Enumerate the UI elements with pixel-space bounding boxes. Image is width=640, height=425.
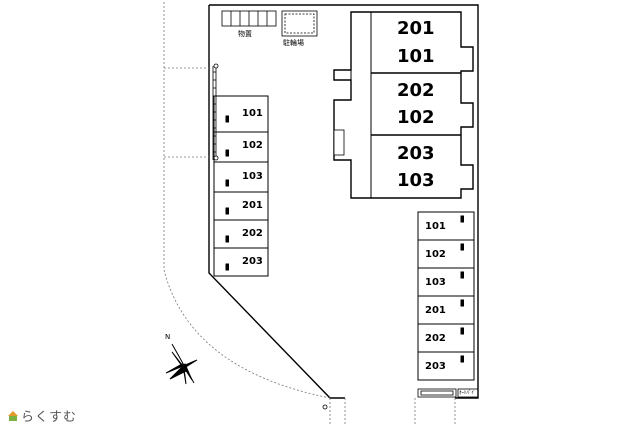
left-slot-label: 103 — [242, 171, 263, 182]
right-slot-label: 101 — [425, 221, 446, 232]
left-slot-label: 101 — [242, 108, 263, 119]
unit-201: 201 — [397, 18, 435, 39]
unit-102: 102 — [397, 107, 435, 128]
dashed-surroundings — [163, 2, 456, 425]
unit-101: 101 — [397, 46, 435, 67]
left-slot-label: 102 — [242, 140, 263, 151]
unit-203: 203 — [397, 143, 435, 164]
small-parking-label: ｵｰﾄﾊﾞｲ — [459, 390, 475, 396]
right-slot-label: 203 — [425, 361, 446, 372]
apartment-building — [333, 11, 474, 199]
left-parking-stalls — [213, 95, 269, 277]
left-slot-label: 201 — [242, 200, 263, 211]
right-slot-label: 102 — [425, 249, 446, 260]
right-parking-stalls — [417, 211, 475, 381]
right-slot-label: 103 — [425, 277, 446, 288]
north-label: N — [165, 333, 171, 341]
bicycle-parking-label: 駐輪場 — [283, 39, 304, 47]
left-slot-label: 202 — [242, 228, 263, 239]
boundary-marker — [322, 404, 328, 410]
brand-watermark: らくすむ — [8, 406, 77, 425]
unit-202: 202 — [397, 80, 435, 101]
right-slot-label: 202 — [425, 333, 446, 344]
small-parking-area — [417, 388, 479, 398]
brand-name: らくすむ — [21, 410, 78, 425]
bicycle-parking-area — [281, 10, 318, 37]
storage-shed — [221, 10, 277, 27]
unit-103: 103 — [397, 170, 435, 191]
house-logo-icon — [8, 410, 18, 421]
property-boundary — [208, 4, 479, 399]
left-slot-label: 203 — [242, 256, 263, 267]
right-slot-label: 201 — [425, 305, 446, 316]
storage-label: 物置 — [238, 30, 252, 38]
north-arrow-icon — [165, 343, 198, 385]
